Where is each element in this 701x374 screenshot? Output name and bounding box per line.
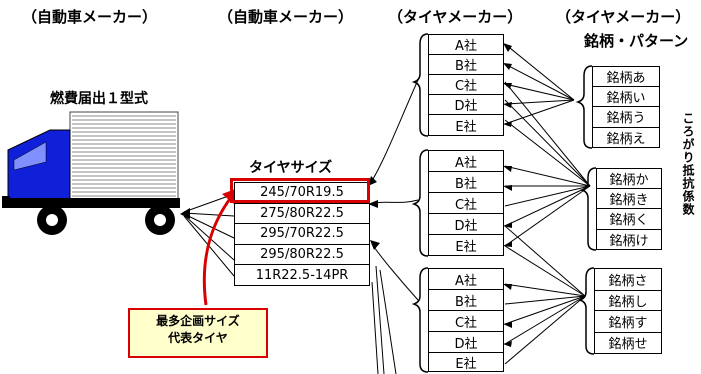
brand-item: 銘柄い — [593, 87, 659, 108]
company-group: A社 B社 C社 D社 E社 — [428, 268, 504, 372]
company-item: C社 — [429, 311, 503, 332]
tire-size-item: 245/70R19.5 — [235, 183, 369, 204]
brand-item: 銘柄か — [597, 169, 661, 190]
brand-item: 銘柄す — [595, 311, 661, 333]
company-item: D社 — [429, 332, 503, 353]
tire-size-item: 295/70R22.5 — [235, 224, 369, 245]
brand-item: 銘柄さ — [595, 269, 661, 291]
company-item: C社 — [429, 75, 503, 95]
company-item: A社 — [429, 269, 503, 290]
callout-line-1: 最多企画サイズ — [156, 314, 240, 328]
company-item: E社 — [455, 239, 477, 255]
company-item: D社 — [429, 214, 503, 235]
header-tiremaker: （タイヤメーカー） — [388, 8, 523, 26]
brand-item: 銘柄え — [606, 131, 646, 147]
representative-tire-callout: 最多企画サイズ 代表タイヤ — [128, 308, 268, 358]
rolling-resistance-label: ころがり抵抗係数 — [681, 112, 695, 216]
company-item: D社 — [429, 95, 503, 115]
callout-line-2: 代表タイヤ — [168, 331, 228, 345]
company-group: A社 B社 C社 D社 E社 — [428, 150, 504, 256]
company-item: E社 — [455, 356, 477, 372]
tire-size-item: 11R22.5-14PR — [255, 267, 349, 283]
truck-label: 燃費届出１型式 — [50, 91, 148, 107]
company-group: A社 B社 C社 D社 E社 — [428, 34, 504, 136]
header-automaker-left: （自動車メーカー） — [22, 8, 158, 26]
highlighted-tire-size-frame — [230, 178, 370, 203]
company-item: A社 — [429, 151, 503, 172]
brand-item: 銘柄し — [595, 291, 661, 312]
company-item: A社 — [429, 35, 503, 55]
brand-item: 銘柄せ — [608, 337, 648, 353]
tire-size-label: タイヤサイズ — [249, 160, 333, 176]
brand-item: 銘柄け — [609, 233, 649, 249]
brand-item: 銘柄く — [597, 209, 661, 230]
brand-item: 銘柄う — [593, 107, 659, 128]
brand-item: 銘柄き — [597, 189, 661, 210]
tire-size-item: 275/80R22.5 — [235, 204, 369, 225]
brand-item: 銘柄あ — [593, 67, 659, 88]
header-tiremaker-brand: （タイヤメーカー） — [556, 8, 691, 26]
tire-size-item: 295/80R22.5 — [235, 245, 369, 266]
company-item: C社 — [429, 193, 503, 214]
brand-group: 銘柄あ 銘柄い 銘柄う 銘柄え — [592, 66, 660, 148]
header-automaker-middle: （自動車メーカー） — [218, 8, 354, 26]
company-item: B社 — [429, 55, 503, 75]
company-item: B社 — [429, 172, 503, 193]
brand-group: 銘柄さ 銘柄し 銘柄す 銘柄せ — [594, 268, 662, 354]
company-item: E社 — [455, 119, 477, 135]
tire-size-list: 245/70R19.5 275/80R22.5 295/70R22.5 295/… — [234, 182, 370, 286]
brand-group: 銘柄か 銘柄き 銘柄く 銘柄け — [596, 168, 662, 250]
company-item: B社 — [429, 290, 503, 311]
header-brand-pattern: 銘柄・パターン — [584, 32, 689, 50]
truck-illustration — [2, 111, 180, 235]
